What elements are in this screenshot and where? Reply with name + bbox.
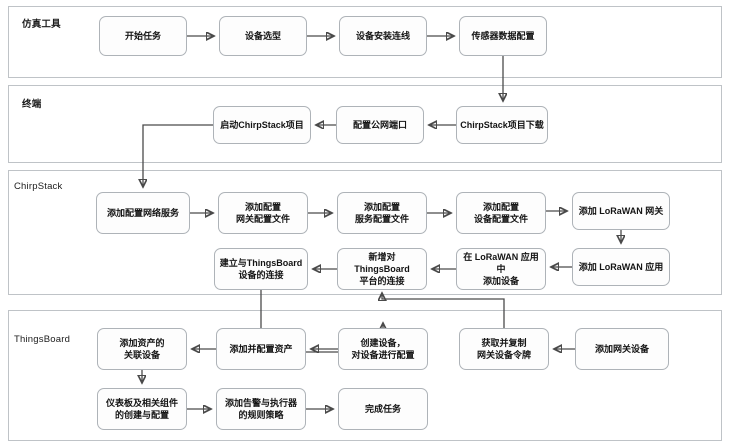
node-start-chirpstack[interactable]: 启动ChirpStack项目: [213, 106, 311, 144]
node-start-task[interactable]: 开始任务: [99, 16, 187, 56]
node-label-line: 设备配置文件: [473, 214, 528, 224]
node-finish-task[interactable]: 完成任务: [338, 388, 428, 430]
node-label-line: 添加配置: [363, 201, 400, 212]
node-label-line: 设备安装连线: [355, 30, 410, 41]
node-add-config-asset[interactable]: 添加并配置资产: [216, 328, 306, 370]
node-create-device[interactable]: 创建设备， 对设备进行配置: [338, 328, 428, 370]
node-label-line: 完成任务: [364, 403, 401, 414]
node-svc-config-file[interactable]: 添加配置服务配置文件: [337, 192, 427, 234]
node-label-line: 传感器数据配置: [471, 30, 535, 41]
node-label-line: 在 LoRaWAN 应用中: [463, 251, 539, 274]
node-dashboard-build[interactable]: 仪表板及相关组件的创建与配置: [97, 388, 187, 430]
node-asset-link-dev[interactable]: 添加资产的关联设备: [97, 328, 187, 370]
node-label-line: 的创建与配置: [114, 410, 169, 420]
swimlane-label-terminal: 终端: [22, 99, 42, 110]
node-label-line: 添加告警与执行器: [224, 397, 297, 408]
node-label-line: 创建设备，: [360, 337, 406, 348]
node-copy-gw-token[interactable]: 获取并复制网关设备令牌: [459, 328, 549, 370]
node-label-line: 新增对ThingsBoard: [354, 251, 410, 274]
node-build-tb-dev-conn[interactable]: 建立与ThingsBoard 设备的连接: [214, 248, 308, 290]
swimlane-label-chirpstack: ChirpStack: [14, 181, 63, 192]
node-label-line: 获取并复制: [481, 337, 527, 348]
node-label-line: 添加配置: [482, 201, 519, 212]
node-config-port[interactable]: 配置公网端口: [336, 106, 424, 144]
node-new-tb-conn[interactable]: 新增对ThingsBoard 平台的连接: [337, 248, 427, 290]
node-add-lorawan-app[interactable]: 添加 LoRaWAN 应用: [572, 248, 670, 286]
node-device-install[interactable]: 设备安装连线: [339, 16, 427, 56]
node-label-line: 启动ChirpStack项目: [220, 119, 304, 130]
node-label-line: 关联设备: [123, 350, 160, 360]
node-add-network-svc[interactable]: 添加配置网络服务: [96, 192, 190, 234]
node-label-line: 添加网关设备: [594, 343, 649, 354]
node-label-line: 添加配置网络服务: [106, 207, 179, 218]
node-gw-config-file[interactable]: 添加配置网关配置文件: [218, 192, 308, 234]
swimlane-label-thingsboard: ThingsBoard: [14, 334, 71, 345]
node-label-line: 设备选型: [244, 30, 281, 41]
node-label-line: 设备的连接: [238, 270, 284, 280]
node-label-line: 对设备进行配置: [351, 350, 415, 360]
node-device-select[interactable]: 设备选型: [219, 16, 307, 56]
node-label-line: ChirpStack项目下载: [460, 119, 544, 130]
node-label-line: 平台的连接: [359, 276, 405, 287]
node-label-line: 添加配置: [244, 201, 281, 212]
node-label-line: 的规则策略: [238, 410, 284, 420]
node-label-line: 添加设备: [482, 276, 519, 287]
node-add-dev-in-app[interactable]: 在 LoRaWAN 应用中添加设备: [456, 248, 546, 290]
node-label-line: 添加资产的: [119, 337, 165, 348]
node-add-gw-device[interactable]: 添加网关设备: [575, 328, 669, 370]
node-label-line: 添加 LoRaWAN 应用: [578, 261, 664, 272]
node-label-line: 配置公网端口: [352, 119, 407, 130]
node-label-line: 网关配置文件: [235, 214, 290, 224]
node-sensor-config[interactable]: 传感器数据配置: [459, 16, 547, 56]
node-label-line: 网关设备令牌: [476, 350, 531, 360]
node-alarm-rule[interactable]: 添加告警与执行器的规则策略: [216, 388, 306, 430]
node-label-line: 开始任务: [124, 30, 161, 41]
node-label-line: 添加 LoRaWAN 网关: [578, 205, 664, 216]
node-label-line: 添加并配置资产: [229, 343, 293, 354]
node-label-line: 建立与ThingsBoard: [219, 257, 303, 268]
node-dev-config-file[interactable]: 添加配置设备配置文件: [456, 192, 546, 234]
node-download-project[interactable]: ChirpStack项目下载: [456, 106, 548, 144]
node-label-line: 仪表板及相关组件: [105, 397, 178, 408]
node-add-lorawan-gw[interactable]: 添加 LoRaWAN 网关: [572, 192, 670, 230]
swimlane-label-simulation: 仿真工具: [22, 19, 61, 30]
node-label-line: 服务配置文件: [354, 214, 409, 224]
